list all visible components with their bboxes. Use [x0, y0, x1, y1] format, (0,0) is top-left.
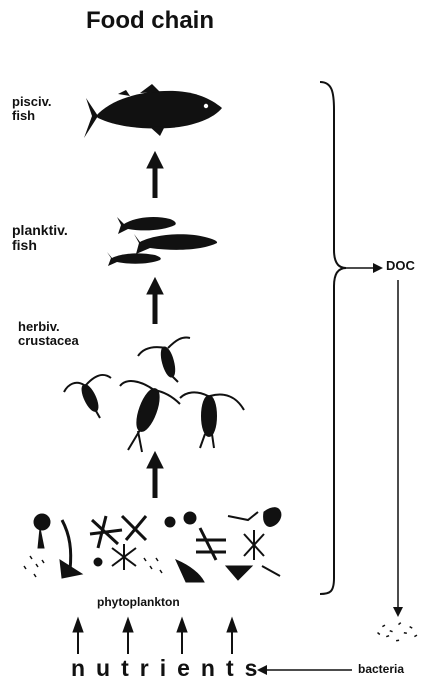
piscivorous-fish-icon: [84, 84, 222, 138]
nutrient-arrows: [73, 618, 237, 654]
bacteria-icon: [377, 622, 417, 641]
herbivorous-crustacea-icon: [64, 337, 244, 452]
doc-brace: [320, 82, 346, 594]
planktivorous-fish-icon: [107, 217, 217, 266]
food-chain-arrows: [147, 152, 163, 498]
phytoplankton-icon: [24, 508, 281, 582]
